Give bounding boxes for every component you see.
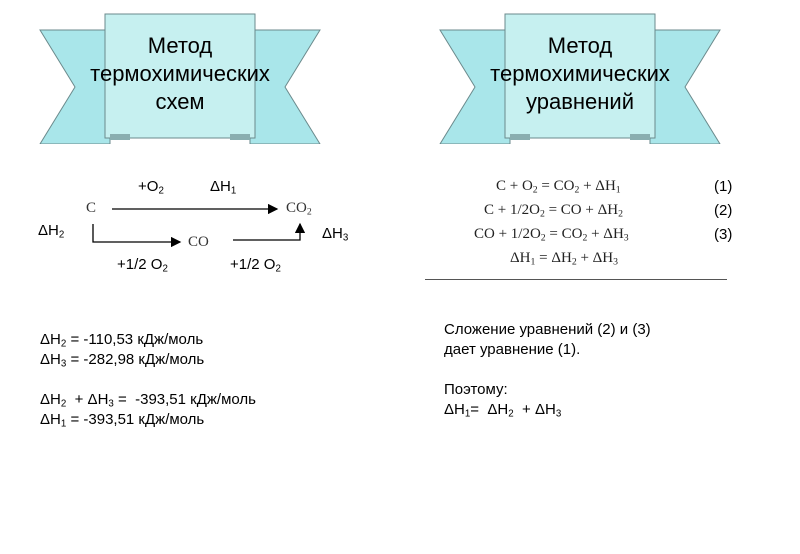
explanation-line: дает уравнение (1). <box>444 341 581 358</box>
conclusion-formula: ΔH1= ΔH2 + ΔH3 <box>444 401 562 420</box>
equation-3-number: (3) <box>714 226 733 243</box>
equation-1-number: (1) <box>714 178 733 195</box>
banner-title: Метод термохимических схем <box>90 33 270 114</box>
equation-2: C + 1/2O2 = CO + ΔH2 <box>484 202 623 220</box>
carbon-node: C <box>86 200 97 216</box>
equation-sum: ΔH1 = ΔH2 + ΔH3 <box>510 250 619 268</box>
value-line: ΔH2 = -110,53 кДж/моль <box>40 331 204 350</box>
bottom-left-reagent-label: +1/2 O2 <box>117 256 168 275</box>
top-reagent-label: +O2 <box>138 178 164 197</box>
ribbon-shape <box>439 13 721 144</box>
value-line: ΔH3 = -282,98 кДж/моль <box>40 351 205 370</box>
ribbon-shape <box>39 13 321 144</box>
equation-3: CO + 1/2O2 = CO2 + ΔH3 <box>474 226 629 244</box>
divider <box>425 279 727 280</box>
value-line: ΔH1 = -393,51 кДж/моль <box>40 411 205 430</box>
co-node: CO <box>188 234 209 250</box>
dh1-label: ΔH1 <box>210 178 237 197</box>
explanation-line: Сложение уравнений (2) и (3) <box>444 321 651 338</box>
banner-title: Метод термохимических уравнений <box>490 33 670 114</box>
explanation-text: Сложение уравнений (2) и (3) дает уравне… <box>444 320 651 420</box>
left-banner: Метод термохимических схем <box>30 10 330 144</box>
bottom-right-reagent-label: +1/2 O2 <box>230 256 281 275</box>
right-banner: Метод термохимических уравнений <box>430 10 730 144</box>
dh2-label: ΔH2 <box>38 222 65 241</box>
value-line: ΔH2 + ΔH3 = -393,51 кДж/моль <box>40 391 256 410</box>
arrow-co-to-co2 <box>233 222 306 241</box>
enthalpy-values: ΔH2 = -110,53 кДж/моль ΔH3 = -282,98 кДж… <box>40 330 256 430</box>
arrow-c-to-co <box>92 224 182 248</box>
equation-2-number: (2) <box>714 202 733 219</box>
equation-1: C + O2 = CO2 + ΔH1 <box>496 178 621 196</box>
explanation-line: Поэтому: <box>444 381 508 398</box>
co2-node: CO2 <box>286 200 312 218</box>
dh3-label: ΔH3 <box>322 225 349 244</box>
